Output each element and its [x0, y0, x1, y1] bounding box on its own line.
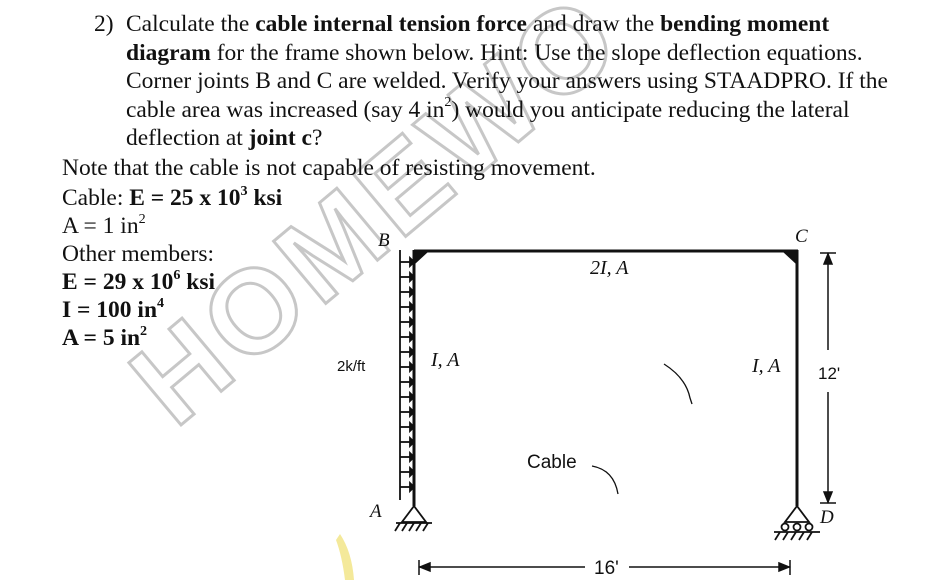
yellow-mark — [336, 534, 354, 580]
distributed-load — [399, 250, 416, 500]
beam-props: 2I, A — [590, 257, 629, 279]
label-B: B — [378, 230, 390, 251]
label-A: A — [368, 501, 382, 522]
span-label: 16' — [594, 558, 619, 579]
bold-run: cable internal tension force — [255, 11, 527, 37]
label-C: C — [795, 226, 808, 247]
cable-E: Cable: E = 25 x 103 ksi — [62, 182, 283, 211]
label-D: D — [819, 507, 834, 528]
cable-A: A = 1 in2 — [62, 210, 146, 239]
joint-B-fillet — [415, 252, 428, 264]
text-run: for the frame shown below. Hint: Use the… — [126, 39, 888, 123]
note: Note that the cable is not capable of re… — [62, 155, 596, 181]
other-members-label: Other members: — [62, 241, 215, 267]
problem-statement: 2) Calculate the cable internal tension … — [94, 10, 894, 153]
load-arrows — [400, 255, 416, 494]
load-label: 2k/ft — [337, 358, 366, 375]
text-run: Calculate the — [126, 11, 256, 37]
bold-run: joint c — [248, 125, 312, 151]
problem-number: 2) — [94, 11, 114, 37]
bold-run: bending moment diagram — [126, 11, 830, 66]
other-I: I = 100 in4 — [62, 294, 165, 323]
span-dimension — [417, 560, 792, 575]
superscript: 2 — [444, 94, 452, 111]
right-column-props: I, A — [751, 355, 781, 377]
height-label: 12' — [818, 364, 840, 383]
text-run: and draw the — [526, 11, 661, 37]
other-A: A = 5 in2 — [62, 322, 148, 351]
cable-squiggle — [663, 363, 693, 405]
height-dimension — [820, 251, 836, 505]
pin-support-A — [394, 504, 432, 532]
roller-support-D — [774, 504, 820, 541]
text-run: ) would you anticipate reducing the late… — [126, 96, 850, 152]
cable-label: Cable — [527, 452, 577, 473]
left-column-props: I, A — [430, 349, 460, 371]
text-run: ? — [311, 125, 323, 151]
joint-C-fillet — [783, 252, 796, 264]
material-properties: Cable: E = 25 x 103 ksi A = 1 in2 Other … — [62, 184, 282, 352]
other-E: E = 29 x 106 ksi — [62, 266, 215, 295]
cable-leader — [591, 465, 619, 495]
